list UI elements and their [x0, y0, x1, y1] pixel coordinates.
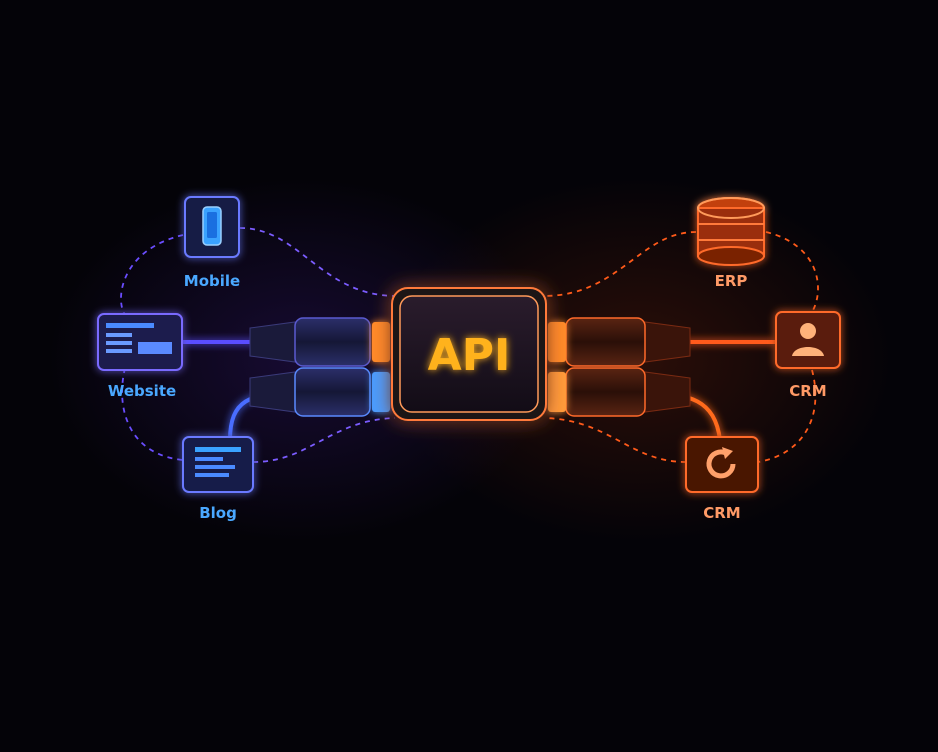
webpage-icon [106, 323, 172, 354]
node-crm-refresh[interactable]: CRM [685, 436, 759, 522]
connector-blog [252, 417, 396, 463]
connector-website-blog [121, 367, 184, 461]
node-website[interactable]: Website [97, 313, 183, 400]
node-erp[interactable]: ERP [697, 197, 765, 290]
connector-mobile [239, 227, 396, 297]
node-blog[interactable]: Blog [182, 436, 254, 522]
user-icon [792, 323, 824, 356]
phone-icon [202, 206, 222, 246]
plug-top-right [548, 317, 691, 367]
api-label: API [428, 330, 511, 381]
node-label-erp: ERP [715, 272, 748, 290]
node-label-blog: Blog [199, 504, 237, 522]
connector-crm-crm [757, 369, 817, 463]
database-icon [697, 197, 765, 266]
refresh-icon [706, 447, 736, 479]
node-mobile[interactable]: Mobile [184, 196, 240, 290]
node-label-crm-2: CRM [703, 504, 741, 522]
connector-mobile-website [120, 234, 184, 316]
connector-erp-crm [765, 231, 819, 313]
node-label-crm-1: CRM [789, 382, 827, 400]
connector-erp [544, 231, 697, 297]
api-block[interactable]: API [391, 287, 547, 421]
blog-post-icon [195, 447, 241, 477]
plug-top-left [249, 317, 390, 367]
left-plugs [249, 317, 390, 417]
plug-bottom-right [548, 367, 691, 417]
node-label-mobile: Mobile [184, 272, 240, 290]
connector-crm2 [544, 417, 687, 463]
plug-bottom-left [249, 367, 390, 417]
node-crm-user[interactable]: CRM [775, 311, 841, 400]
right-plugs [548, 317, 691, 417]
dashed-connectors [120, 227, 819, 463]
node-label-website: Website [108, 382, 176, 400]
